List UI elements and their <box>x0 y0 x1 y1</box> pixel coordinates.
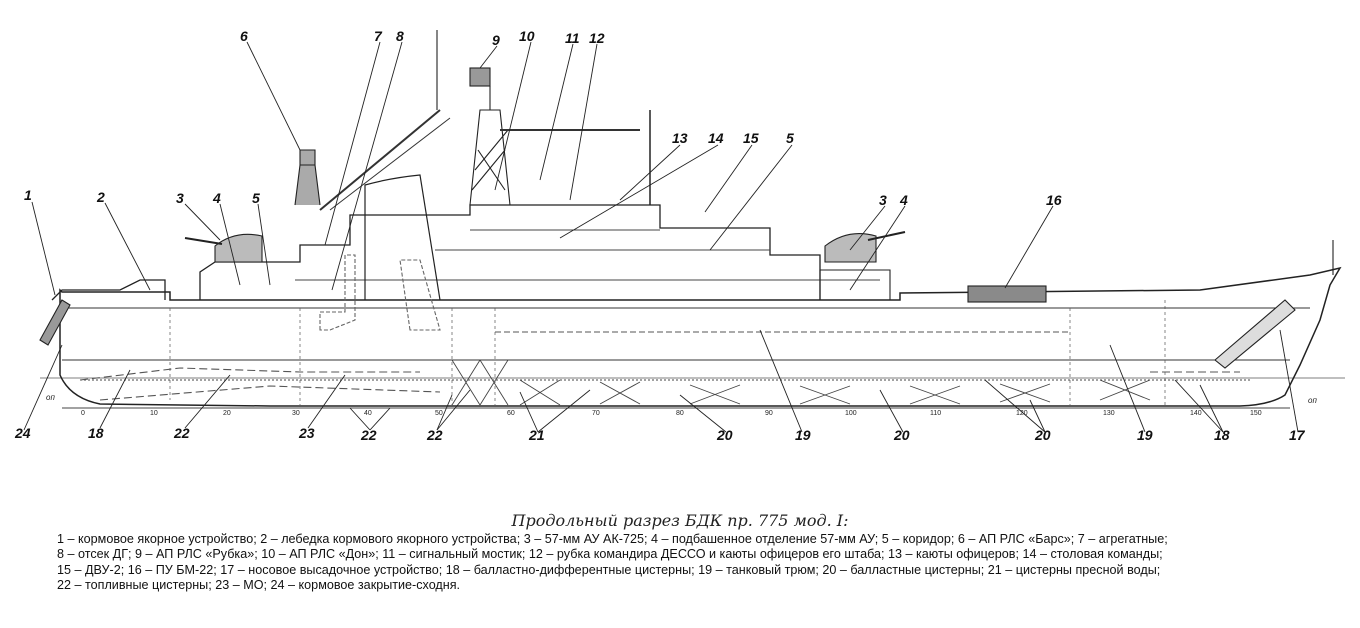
frame-number: 40 <box>364 410 372 417</box>
frame-number: 0 <box>81 410 85 417</box>
frame-number: 50 <box>435 410 443 417</box>
callout-6: 6 <box>240 28 248 44</box>
frame-number: 110 <box>930 410 942 417</box>
callout-23: 23 <box>299 425 315 441</box>
main-mast-truss <box>469 109 511 206</box>
callout-19b: 19 <box>1137 427 1153 443</box>
ship-cross-section-drawing <box>23 30 1345 433</box>
callout-11: 11 <box>565 30 580 46</box>
forward-gun-house <box>819 269 891 300</box>
frame-number: 70 <box>592 410 600 417</box>
aft-gun-barrels <box>184 237 223 245</box>
frame-number: 10 <box>150 410 158 417</box>
callout-1: 1 <box>24 187 32 203</box>
forward-gun-turret <box>824 233 877 263</box>
frame-number: 150 <box>1250 410 1262 417</box>
op-label-fwd: оп <box>1308 396 1317 405</box>
hull-outline <box>59 266 1342 407</box>
leader-lines <box>23 41 1299 433</box>
callout-18: 18 <box>88 425 104 441</box>
legend-line: 8 – отсек ДГ; 9 – АП РЛС «Рубка»; 10 – А… <box>57 547 1163 562</box>
legend: 1 – кормовое якорное устройство; 2 – леб… <box>57 532 1307 593</box>
callout-12: 12 <box>589 30 605 46</box>
callout-19: 19 <box>795 427 811 443</box>
callout-16: 16 <box>1046 192 1062 208</box>
frame-number: 30 <box>292 410 300 417</box>
callout-4b: 4 <box>900 192 908 208</box>
callout-20: 20 <box>717 427 733 443</box>
callout-22b: 22 <box>361 427 377 443</box>
frame-number: 60 <box>507 410 515 417</box>
callout-9: 9 <box>492 32 500 48</box>
callout-24: 24 <box>15 425 31 441</box>
radar-mast-6 <box>294 149 321 206</box>
op-label-aft: оп <box>46 393 55 402</box>
stern-ramp <box>39 299 71 346</box>
crane-boom-aft-2 <box>329 117 451 211</box>
bulkheads <box>169 300 1166 405</box>
legend-line: 1 – кормовое якорное устройство; 2 – леб… <box>57 532 1168 546</box>
callout-13: 13 <box>672 130 688 146</box>
funnel <box>364 174 441 301</box>
bottom-tank-bracing <box>451 359 1151 406</box>
callout-4: 4 <box>213 190 221 206</box>
frame-number: 80 <box>676 410 684 417</box>
callout-14: 14 <box>708 130 724 146</box>
callout-3b: 3 <box>879 192 887 208</box>
callout-10: 10 <box>519 28 535 44</box>
callout-17: 17 <box>1289 427 1305 443</box>
callout-2: 2 <box>97 189 105 205</box>
callout-5: 5 <box>252 190 260 206</box>
forward-gun-barrels <box>867 231 906 241</box>
callout-7: 7 <box>374 28 382 44</box>
bow-ramp <box>1214 299 1296 369</box>
callout-20c: 20 <box>1035 427 1051 443</box>
callout-5b: 5 <box>786 130 794 146</box>
radar-antenna-9 <box>469 67 491 87</box>
callout-8: 8 <box>396 28 404 44</box>
frame-number: 100 <box>845 410 857 417</box>
superstructure-mid <box>295 229 880 281</box>
caption-title: Продольный разрез БДК пр. 775 мод. I: <box>511 511 849 530</box>
mlrs-launcher <box>967 285 1047 303</box>
legend-line: 22 – топливные цистерны; 23 – МО; 24 – к… <box>57 577 461 592</box>
superstructure-aft <box>199 204 821 300</box>
callout-18b: 18 <box>1214 427 1230 443</box>
callout-22c: 22 <box>427 427 443 443</box>
callout-20b: 20 <box>894 427 910 443</box>
frame-number: 90 <box>765 410 773 417</box>
bottom-dashed-tanks <box>79 367 1240 401</box>
frame-number: 140 <box>1190 410 1202 417</box>
funnel-duct <box>319 254 441 331</box>
callout-22: 22 <box>174 425 190 441</box>
frame-number: 20 <box>223 410 231 417</box>
frame-number: 130 <box>1103 410 1115 417</box>
crane-boom-aft <box>319 109 441 211</box>
legend-line: 15 – ДВУ-2; 16 – ПУ БМ-22; 17 – носовое … <box>57 562 1161 577</box>
callout-15: 15 <box>743 130 759 146</box>
aft-gun-turret <box>214 233 263 263</box>
callout-21: 21 <box>529 427 545 443</box>
frame-number: 120 <box>1016 410 1028 417</box>
callout-3: 3 <box>176 190 184 206</box>
